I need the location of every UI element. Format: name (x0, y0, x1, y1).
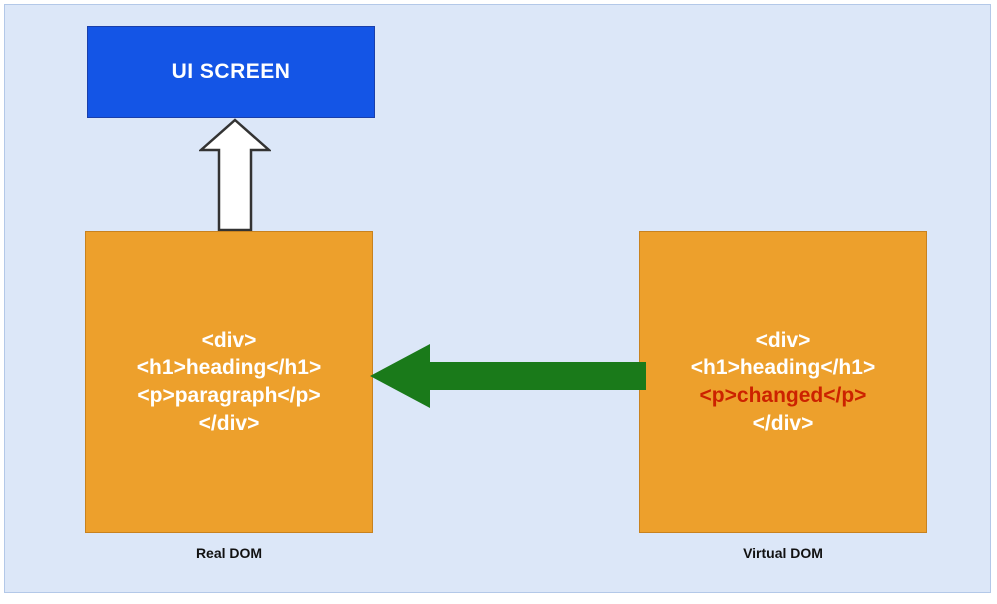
code-line: </div> (752, 411, 814, 435)
code-line: <h1>heading</h1> (136, 356, 322, 380)
real-dom-caption: Real DOM (195, 545, 263, 561)
diagram-canvas: UI SCREEN <div> <h1>heading</h1> <p>para… (4, 4, 991, 593)
code-line: <div> (755, 328, 811, 352)
code-line-changed: <p>changed</p> (699, 384, 867, 407)
real-dom-code: <div> <h1>heading</h1> <p>paragraph</p> … (137, 327, 321, 438)
real-dom-box: <div> <h1>heading</h1> <p>paragraph</p> … (85, 231, 373, 533)
virtual-dom-box: <div> <h1>heading</h1> <p>changed</p> </… (639, 231, 927, 533)
code-line: <div> (201, 328, 257, 352)
virtual-dom-caption: Virtual DOM (743, 545, 823, 561)
code-line: <p>paragraph</p> (137, 384, 321, 407)
code-line: </div> (198, 411, 260, 435)
ui-screen-box: UI SCREEN (87, 26, 375, 118)
code-line: <h1>heading</h1> (690, 356, 876, 380)
ui-screen-label: UI SCREEN (171, 60, 291, 83)
arrow-left-icon (368, 340, 646, 412)
virtual-dom-code: <div> <h1>heading</h1> <p>changed</p> </… (691, 327, 875, 438)
arrow-up-icon (197, 118, 273, 232)
